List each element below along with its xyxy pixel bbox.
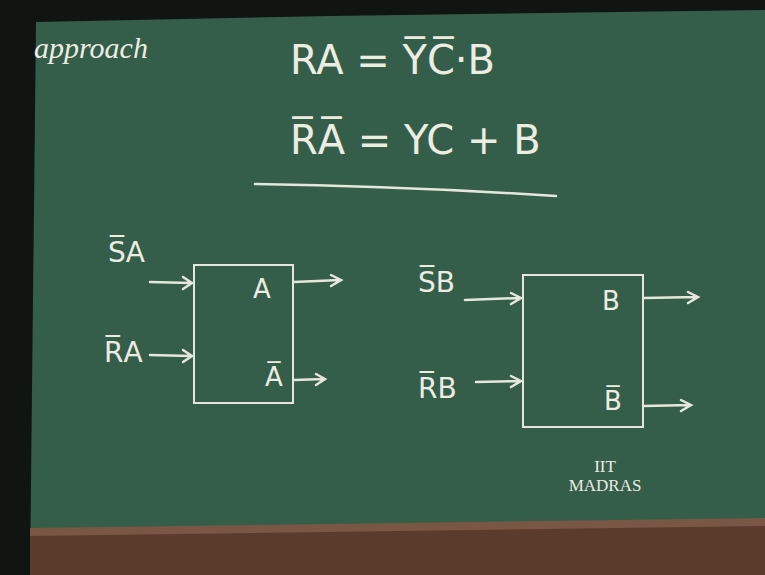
underline bbox=[255, 184, 556, 196]
output-arrow bbox=[644, 292, 698, 303]
output-name: A̅ bbox=[265, 362, 283, 393]
signal-name: R̅B bbox=[418, 372, 457, 406]
input-arrow bbox=[465, 293, 521, 304]
output-arrow bbox=[294, 275, 341, 286]
output-name: B bbox=[602, 286, 620, 317]
flip-flop-box: B B̅ bbox=[522, 274, 644, 428]
ledge-edge bbox=[30, 518, 765, 536]
output-name: B̅ bbox=[604, 386, 622, 417]
input-arrow bbox=[476, 376, 521, 387]
input-arrow bbox=[150, 277, 192, 289]
heading-word: approach bbox=[34, 30, 148, 66]
signal-name: R̅A bbox=[104, 336, 143, 370]
equation: R̅A̅ = YC + B bbox=[290, 116, 541, 164]
flip-flop-box: A A̅ bbox=[193, 264, 294, 404]
output-arrow bbox=[294, 374, 325, 385]
watermark: IIT MADRAS bbox=[560, 458, 650, 495]
output-arrow bbox=[644, 400, 691, 411]
equation: RA = Y̅C̅·B bbox=[290, 36, 495, 84]
signal-name: S̅B bbox=[418, 266, 455, 300]
input-arrow bbox=[150, 350, 192, 362]
signal-name: S̅A bbox=[108, 236, 145, 270]
output-name: A bbox=[253, 274, 271, 305]
